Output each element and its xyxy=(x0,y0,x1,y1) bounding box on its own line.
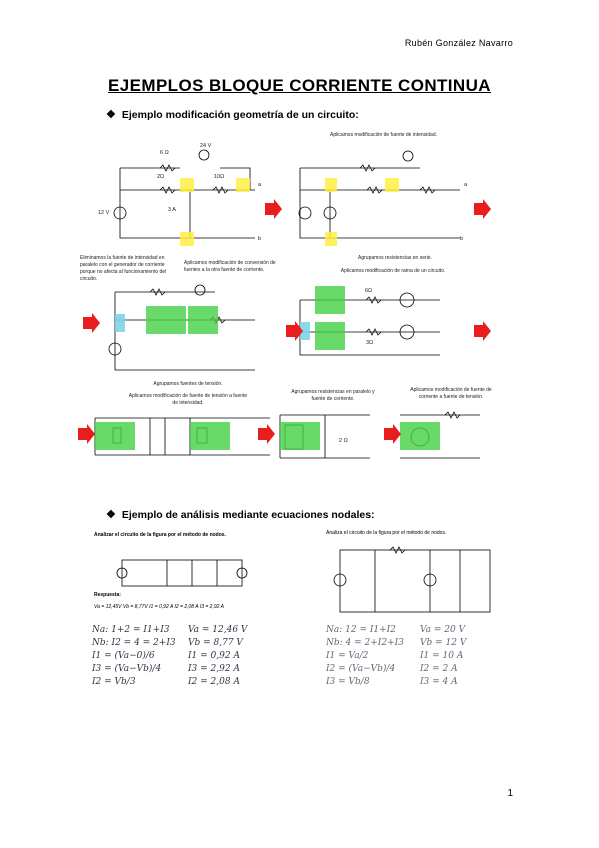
right-hw-line: I2 = (Va−Vb)/4 xyxy=(326,664,396,674)
right-handwritten-results: Va = 20 V Vb = 12 V I1 = 10 A I2 = 2 A I… xyxy=(420,624,466,689)
note-3: Aplicamos modificación de conversión de … xyxy=(184,260,276,273)
note-6: Agrupamos resistencias en paralelo y fue… xyxy=(291,389,375,402)
right-hw-result: Vb = 12 V xyxy=(420,638,467,648)
label-24v: 24 V xyxy=(200,143,212,149)
left-hw-result: Va = 12,46 V xyxy=(188,625,248,635)
right-hw-line: Na: 12 = I1+I2 xyxy=(326,625,396,635)
note-4b: Aplicamos modificación de rama de un cir… xyxy=(340,268,446,274)
note-4a: Agrupamos resistencias en serie. xyxy=(358,255,432,261)
right-hw-result: I1 = 10 A xyxy=(420,651,464,661)
left-circuit xyxy=(116,559,248,587)
note-5b: Aplicamos modificación de fuente de tens… xyxy=(128,393,248,406)
left-prompt: Analizar el circuito de la figura por el… xyxy=(94,532,226,538)
label-a-2: a xyxy=(464,182,468,188)
left-hw-line: Na: 1+2 = I1+I3 xyxy=(92,625,170,635)
page-title: EJEMPLOS BLOQUE CORRIENTE CONTINUA xyxy=(108,76,491,95)
section-heading-1-text: Ejemplo modificación geometría de un cir… xyxy=(121,109,359,121)
left-hw-result: Vb = 8,77 V xyxy=(188,638,243,648)
left-hw-line: I1 = (Va−0)/6 xyxy=(92,651,155,661)
bullet-icon: ❖ xyxy=(106,109,116,121)
circuit-diagrams xyxy=(78,149,491,459)
note-2: Eliminamos la fuente de intensidad en pa… xyxy=(80,255,167,282)
label-2ohm-b: 2 Ω xyxy=(339,438,348,444)
circuit-2 xyxy=(298,150,460,239)
section-heading-2-text: Ejemplo de análisis mediante ecuaciones … xyxy=(121,509,375,521)
left-hw-result: I3 = 2,92 A xyxy=(188,664,240,674)
label-b-2: b xyxy=(460,236,464,242)
note-5a: Agrupamos fuentes de tensión. xyxy=(153,381,223,387)
left-answer: Va = 12,45V Vb = 8,77V I1 = 0,92 A I2 = … xyxy=(94,604,224,610)
left-hw-line: Nb: I2 = 4 = 2+I3 xyxy=(92,638,176,648)
section-heading-2: ❖ Ejemplo de análisis mediante ecuaciones… xyxy=(106,508,375,521)
right-hw-line: Nb: 4 = 2+I2+I3 xyxy=(326,638,404,648)
label-10ohm: 10Ω xyxy=(214,174,225,180)
label-3ohm: 3Ω xyxy=(366,340,374,346)
right-hw-result: I2 = 2 A xyxy=(420,664,458,674)
right-handwritten-eqs: Na: 12 = I1+I2 Nb: 4 = 2+I2+I3 I1 = Va/2… xyxy=(326,624,404,689)
left-hw-line: I3 = (Va−Vb)/4 xyxy=(92,664,162,674)
left-handwritten-results: Va = 12,46 V Vb = 8,77 V I1 = 0,92 A I3 … xyxy=(188,624,247,689)
author-name: Rubén González Navarro xyxy=(404,38,513,48)
label-a: a xyxy=(258,182,262,188)
right-hw-result: Va = 20 V xyxy=(420,625,466,635)
right-hw-line: I1 = Va/2 xyxy=(326,651,369,661)
right-hw-result: I3 = 4 A xyxy=(420,677,458,687)
note-7: Aplicamos modificación de fuente de corr… xyxy=(410,387,492,400)
highlight-boxes xyxy=(95,178,440,450)
right-hw-line: I3 = Vb/8 xyxy=(326,677,370,687)
left-hw-line: I2 = Vb/3 xyxy=(92,677,136,687)
label-6ohm: 6 Ω xyxy=(160,150,169,156)
label-2ohm: 2Ω xyxy=(157,174,165,180)
respuesta-label: Respuesta: xyxy=(94,592,121,598)
right-prompt: Analiza el circuito de la figura por el … xyxy=(326,530,447,536)
left-handwritten-eqs: Na: 1+2 = I1+I3 Nb: I2 = 4 = 2+I3 I1 = (… xyxy=(92,624,176,689)
left-hw-result: I2 = 2,08 A xyxy=(188,677,240,687)
page-number: 1 xyxy=(507,788,513,799)
right-circuit xyxy=(333,546,491,613)
section-heading-1: ❖ Ejemplo modificación geometría de un ci… xyxy=(106,108,359,121)
label-3a: 3 A xyxy=(168,207,176,213)
label-6ohm-b: 6Ω xyxy=(365,288,373,294)
label-12v: 12 V xyxy=(98,210,110,216)
bullet-icon: ❖ xyxy=(106,509,116,521)
label-b: b xyxy=(258,236,262,242)
circuit-1 xyxy=(113,149,255,239)
note-1: Aplicamos modificación de fuente de inte… xyxy=(330,132,438,138)
left-hw-result: I1 = 0,92 A xyxy=(188,651,240,661)
transform-arrows xyxy=(78,199,491,444)
